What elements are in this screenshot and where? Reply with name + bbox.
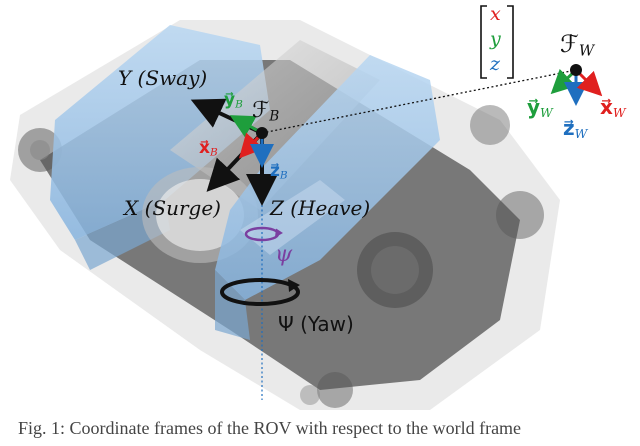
vector-z-label: z bbox=[490, 53, 501, 75]
sway-label: Y (Sway) bbox=[118, 66, 208, 90]
vector-x-label: x bbox=[490, 3, 501, 25]
figure-caption: Fig. 1: Coordinate frames of the ROV wit… bbox=[18, 418, 522, 438]
vector-y-label: y bbox=[490, 28, 501, 50]
psi-label: ψ bbox=[275, 242, 293, 267]
world-y-axis-label: y⃗W bbox=[527, 95, 553, 121]
body-z-axis-label: z⃗B bbox=[270, 161, 288, 182]
body-y-axis-label: y⃗B bbox=[224, 90, 243, 111]
rov-illustration bbox=[10, 5, 603, 410]
rotation-arrow-psi bbox=[244, 226, 283, 242]
body-frame-label: ℱB bbox=[252, 98, 280, 125]
surge-label: X (Surge) bbox=[124, 196, 221, 220]
world-frame-label: ℱW bbox=[560, 30, 595, 60]
world-x-axis-label: x⃗W bbox=[600, 95, 626, 121]
rov-coordinate-diagram: x y z ℱW y⃗W z⃗W x⃗W ℱB y⃗B x⃗B z⃗B Y (S… bbox=[10, 3, 626, 410]
heave-label: Z (Heave) bbox=[270, 196, 371, 220]
rotation-arrow-yaw bbox=[220, 278, 300, 306]
body-x-axis-label: x⃗B bbox=[199, 138, 218, 159]
yaw-label: Ψ (Yaw) bbox=[278, 312, 354, 336]
world-z-axis-label: z⃗W bbox=[563, 116, 588, 142]
